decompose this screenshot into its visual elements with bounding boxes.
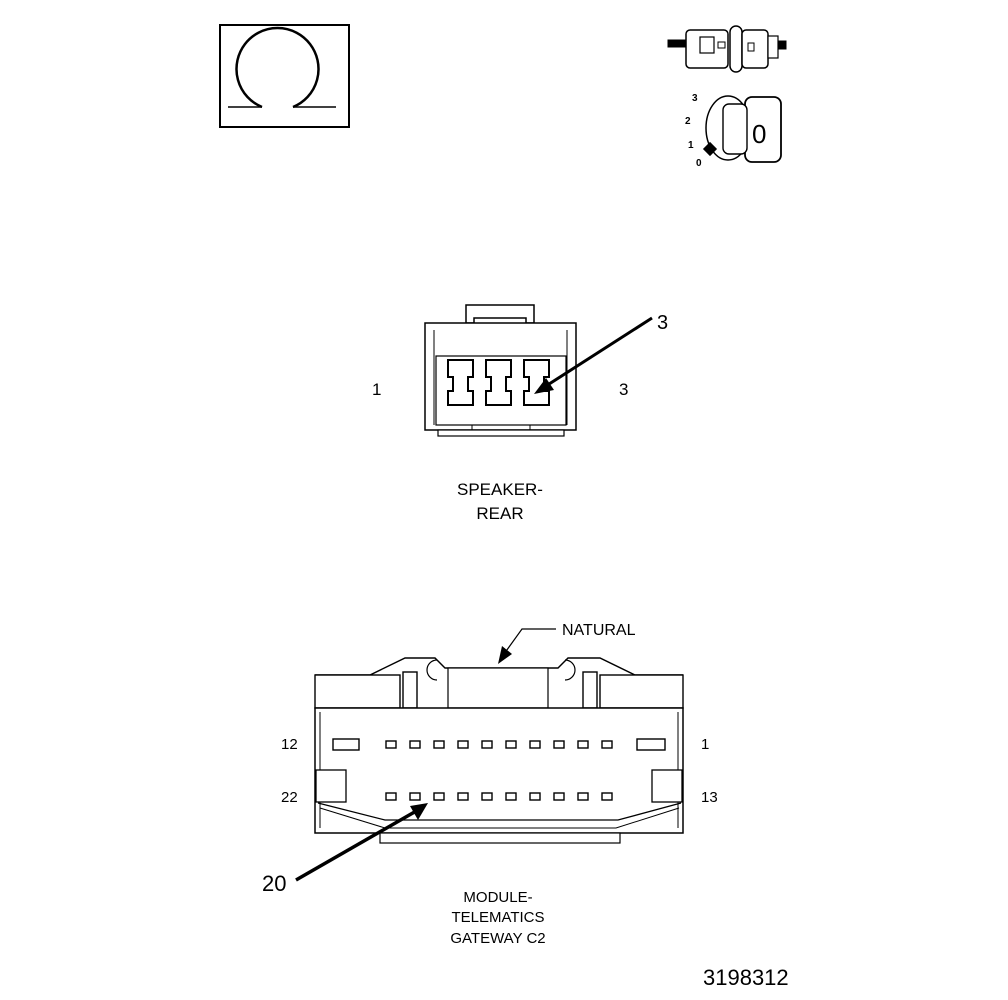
natural-callout-leader (503, 628, 556, 655)
pin-cavity (636, 738, 666, 751)
telematics-callout-leader (295, 808, 419, 882)
telematics-bottom-pin-row (385, 792, 613, 801)
speaker-callout-arrowhead (534, 378, 554, 394)
pin-cavity (433, 740, 445, 749)
pin-cavity (529, 740, 541, 749)
pin-cavity (433, 792, 445, 801)
telematics-pin-22-label: 22 (281, 789, 298, 806)
pin-cavity (505, 740, 517, 749)
telematics-top-pin-row (332, 738, 666, 751)
pin-cavity (601, 740, 613, 749)
key-position-2: 2 (685, 116, 691, 127)
key-position-1: 1 (688, 140, 694, 151)
pin-cavity (409, 740, 421, 749)
telematics-pin-1-label: 1 (701, 736, 709, 753)
key-face-label: 0 (752, 119, 766, 149)
pin-cavity (553, 792, 565, 801)
pin-cavity (529, 792, 541, 801)
pin-cavity (481, 740, 493, 749)
figure-number: 3198312 (703, 965, 789, 990)
connector-lock-icon (667, 25, 787, 73)
telematics-pin-12-label: 12 (281, 736, 298, 753)
speaker-connector-body (424, 304, 577, 437)
natural-color-label: NATURAL (562, 622, 636, 639)
pin-cavity (409, 792, 421, 801)
pin-cavity (385, 740, 397, 749)
pin-cavity (457, 740, 469, 749)
telematics-pin-13-label: 13 (701, 789, 718, 806)
pin-cavity (385, 792, 397, 801)
telematics-title-line3: GATEWAY C2 (450, 930, 545, 947)
key-position-3: 3 (692, 93, 698, 104)
natural-callout-arrowhead (498, 646, 512, 664)
pin-cavity (577, 740, 589, 749)
pin-cavity (553, 740, 565, 749)
telematics-callout-pin-label: 20 (262, 871, 286, 896)
speaker-title-line1: SPEAKER- (457, 480, 543, 499)
speaker-title-line2: REAR (476, 504, 523, 523)
pin-cavity (481, 792, 493, 801)
pin-cavity (457, 792, 469, 801)
pin-cavity (601, 792, 613, 801)
telematics-callout-arrowhead (410, 803, 428, 820)
speaker-pin-right-label: 3 (619, 380, 628, 399)
speaker-pin-left-label: 1 (372, 380, 381, 399)
omega-symbol-icon (219, 24, 350, 128)
pin-cavity (332, 738, 360, 751)
key-position-0: 0 (696, 158, 702, 169)
telematics-connector-body (314, 657, 684, 844)
telematics-title-line1: MODULE- (463, 889, 532, 906)
speaker-callout-pin-label: 3 (657, 312, 668, 334)
telematics-title-line2: TELEMATICS (451, 909, 544, 926)
pin-cavity (505, 792, 517, 801)
speaker-callout-leader (545, 316, 653, 388)
pin-cavity (577, 792, 589, 801)
key-position-icon (702, 95, 782, 163)
